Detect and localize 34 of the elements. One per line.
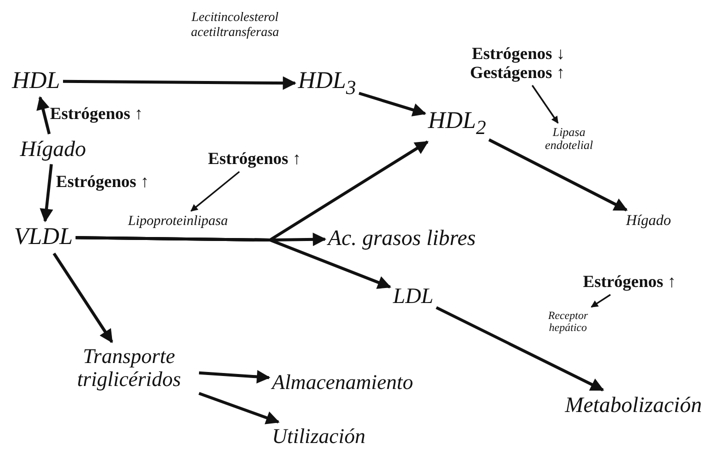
node-label: Hígado <box>20 137 86 162</box>
node-label: Hígado <box>626 213 671 230</box>
arrow <box>198 370 270 384</box>
arrow <box>436 306 604 392</box>
hormone-label: Estrógenos ↑ <box>583 273 676 292</box>
node-label: Metabolización <box>565 393 702 418</box>
node-label: Lipasa endotelial <box>532 126 606 152</box>
node-label: HDL$_{2}$ <box>428 108 486 139</box>
edge-label: Estrógenos ↑ <box>50 104 144 124</box>
arrow <box>198 392 280 424</box>
node-label: Transporte triglicéridos <box>62 345 196 392</box>
arrow <box>36 96 51 134</box>
arrow <box>190 171 240 212</box>
hormone-label: Estrógenos ↑ <box>208 150 302 169</box>
node-label: Receptor hepático <box>536 310 600 334</box>
arrow <box>358 92 426 116</box>
node-label: VLDL <box>14 224 73 250</box>
arrow <box>63 76 296 90</box>
node-label: Utilización <box>272 425 366 448</box>
arrow <box>40 164 54 222</box>
arrow <box>52 252 114 344</box>
arrow <box>532 84 559 124</box>
node-label: HDL$_{3}$ <box>298 68 356 99</box>
node-label: LDL <box>393 284 434 308</box>
hormone-label: Gestágenos ↑ <box>470 64 565 82</box>
node-label: HDL <box>12 68 60 94</box>
arrow <box>590 294 611 308</box>
node-label: Ac. grasos libres <box>328 226 476 250</box>
node-label: Lipoproteinlipasa <box>128 214 228 230</box>
arrow <box>76 236 392 289</box>
arrow <box>488 138 628 212</box>
edge-label: Estrógenos ↑ <box>56 172 150 192</box>
hormone-label: Estrógenos ↓ <box>470 45 565 64</box>
node-label: Almacenamiento <box>272 371 414 394</box>
